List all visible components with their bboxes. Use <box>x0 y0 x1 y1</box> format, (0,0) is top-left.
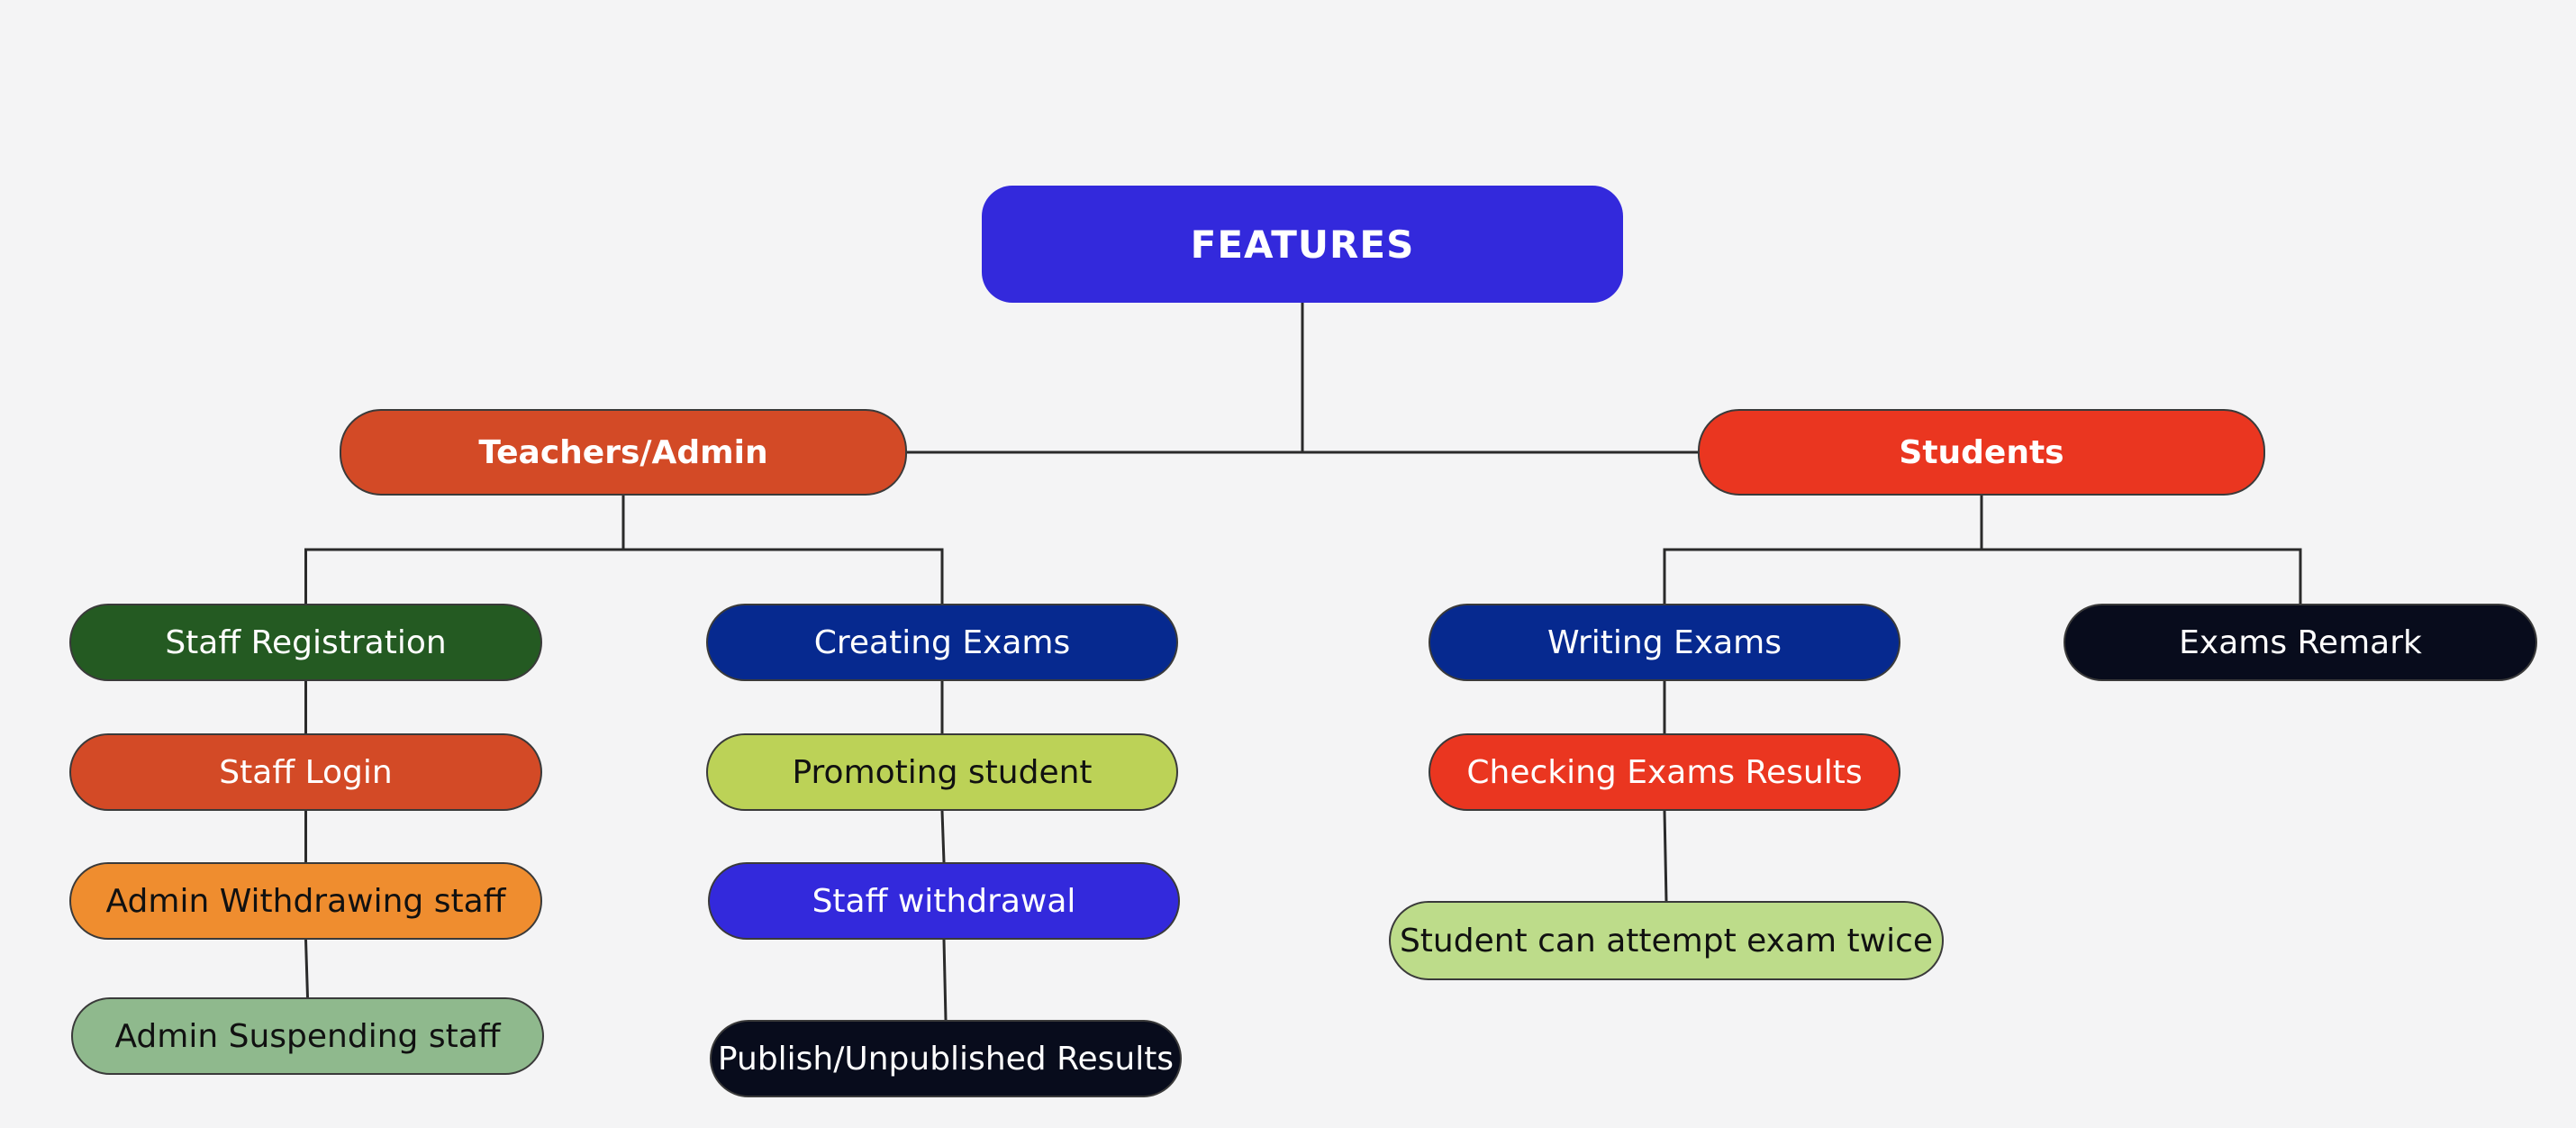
node-promoting-student: Promoting student <box>706 733 1178 811</box>
connector-teachers-creating <box>621 496 944 604</box>
connector-root-students <box>1301 303 1698 454</box>
connector-students-remark <box>1980 496 2302 604</box>
node-admin-withdrawing-staff-label: Admin Withdrawing staff <box>105 882 506 920</box>
connector-admin_wd-admin_susp <box>304 939 309 998</box>
connector-students-writing <box>1663 496 1983 604</box>
node-publish-unpublished-results-label: Publish/Unpublished Results <box>717 1040 1175 1078</box>
connector-root-teachers <box>907 303 1304 454</box>
node-admin-withdrawing-staff: Admin Withdrawing staff <box>69 862 542 940</box>
node-creating-exams-label: Creating Exams <box>813 623 1071 661</box>
connector-staff_wd-publish <box>942 939 948 1021</box>
node-checking-exams-results-label: Checking Exams Results <box>1466 753 1863 791</box>
node-promoting-student-label: Promoting student <box>792 753 1093 791</box>
node-exams-remark-label: Exams Remark <box>2179 623 2422 661</box>
node-staff-registration-label: Staff Registration <box>165 623 447 661</box>
node-staff-login-label: Staff Login <box>219 753 393 791</box>
node-writing-exams-label: Writing Exams <box>1547 623 1782 661</box>
connector-teachers-staff_reg <box>304 496 625 604</box>
node-admin-suspending-staff-label: Admin Suspending staff <box>114 1017 501 1055</box>
node-publish-unpublished-results: Publish/Unpublished Results <box>710 1020 1182 1097</box>
node-staff-login: Staff Login <box>69 733 542 811</box>
node-staff-withdrawal-label: Staff withdrawal <box>812 882 1076 920</box>
node-student-can-attempt-exam-twice: Student can attempt exam twice <box>1389 901 1944 980</box>
node-teachers-admin-label: Teachers/Admin <box>478 433 768 471</box>
node-admin-suspending-staff: Admin Suspending staff <box>71 997 544 1075</box>
node-students-label: Students <box>1899 433 2064 471</box>
connector-checking-attempt <box>1663 810 1668 902</box>
node-creating-exams: Creating Exams <box>706 604 1178 681</box>
node-features: FEATURES <box>982 186 1623 303</box>
node-staff-withdrawal: Staff withdrawal <box>708 862 1180 940</box>
node-staff-registration: Staff Registration <box>69 604 542 681</box>
connector-promoting-staff_wd <box>940 810 946 863</box>
node-students: Students <box>1698 409 2265 496</box>
node-student-can-attempt-exam-twice-label: Student can attempt exam twice <box>1399 922 1934 960</box>
node-features-label: FEATURES <box>1190 222 1415 267</box>
node-checking-exams-results: Checking Exams Results <box>1429 733 1900 811</box>
node-exams-remark: Exams Remark <box>2064 604 2537 681</box>
node-teachers-admin: Teachers/Admin <box>340 409 907 496</box>
node-writing-exams: Writing Exams <box>1429 604 1900 681</box>
